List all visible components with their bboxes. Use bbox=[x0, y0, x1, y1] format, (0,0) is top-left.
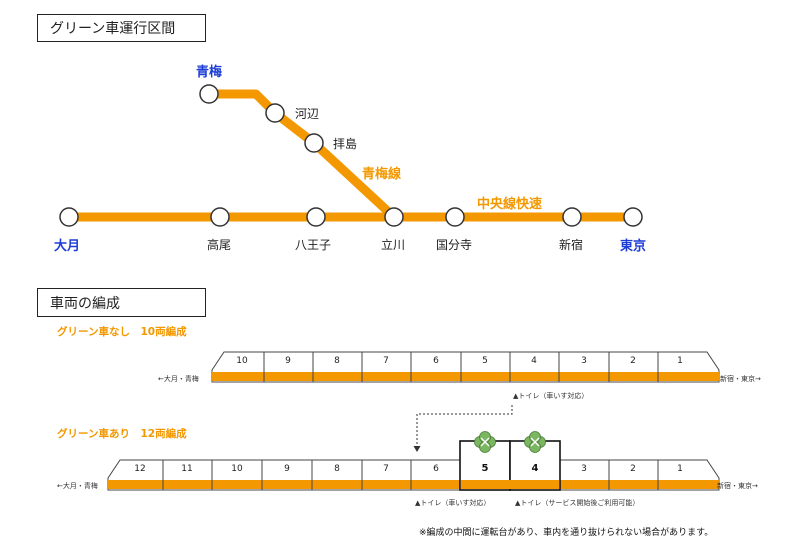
formation-12-car-number: 7 bbox=[383, 464, 389, 474]
formation-10-car-number: 1 bbox=[677, 356, 683, 366]
formation-12-car-number: 3 bbox=[581, 464, 587, 474]
station-hachioji-label: 八王子 bbox=[295, 238, 332, 252]
formation-12-car-number: 12 bbox=[134, 464, 145, 474]
green-car-mark-icon bbox=[474, 431, 496, 453]
formation-10-car-number: 10 bbox=[236, 356, 248, 366]
formation-10-car-number: 6 bbox=[433, 356, 439, 366]
footnote: ※編成の中間に運転台があり、車内を通り抜けられない場合があります。 bbox=[419, 528, 714, 538]
formation-10-label: グリーン車なし 10両編成 bbox=[57, 326, 187, 338]
formation-10-car-number: 9 bbox=[285, 356, 291, 366]
formation-10-right-direction: 新宿・東京→ bbox=[720, 375, 761, 383]
station-takao-label: 高尾 bbox=[207, 238, 232, 252]
formation-12-car-number: 1 bbox=[677, 464, 683, 474]
station-kabe-dot bbox=[265, 103, 285, 123]
formation-12-car-number: 5 bbox=[482, 463, 489, 474]
formation-12-label: グリーン車あり 12両編成 bbox=[57, 428, 187, 440]
toilet-position-arrowhead bbox=[413, 446, 421, 452]
section-title-route: グリーン車運行区間 bbox=[37, 14, 206, 42]
station-takao-dot bbox=[210, 207, 230, 227]
station-haijima-dot bbox=[304, 133, 324, 153]
formation-12-left-direction: ←大月・青梅 bbox=[57, 482, 98, 490]
station-kokubunji-dot bbox=[445, 207, 465, 227]
station-shinjuku-dot bbox=[562, 207, 582, 227]
formation-12-toilet-note-1: ▲トイレ（車いす対応） bbox=[415, 499, 491, 507]
station-tachikawa-dot bbox=[384, 207, 404, 227]
formation-10-left-direction: ←大月・青梅 bbox=[158, 375, 199, 383]
formation-10-car-dividers bbox=[263, 352, 659, 382]
formation-10-car-number: 7 bbox=[383, 356, 389, 366]
toilet-position-arrow bbox=[416, 405, 513, 447]
formation-10-stripe bbox=[212, 372, 719, 381]
ome-line-label: 青梅線 bbox=[362, 167, 402, 182]
station-tokyo-dot bbox=[623, 207, 643, 227]
station-haijima-label: 拝島 bbox=[333, 137, 358, 151]
station-ome-dot bbox=[199, 84, 219, 104]
formation-12-car-number: 2 bbox=[630, 464, 636, 474]
station-shinjuku-label: 新宿 bbox=[559, 238, 584, 252]
formation-12-car-number: 9 bbox=[284, 464, 290, 474]
formation-12-car-number: 4 bbox=[532, 463, 539, 474]
chuo-line-label: 中央線快速 bbox=[477, 197, 543, 212]
formation-12-toilet-note-2: ▲トイレ（サービス開始後ご利用可能） bbox=[515, 499, 640, 507]
formation-10-car-number: 5 bbox=[482, 356, 488, 366]
station-kabe-label: 河辺 bbox=[295, 107, 320, 121]
formation-10-car-number: 4 bbox=[531, 356, 537, 366]
formation-12-right-direction: 新宿・東京→ bbox=[717, 482, 758, 490]
formation-10-car-number: 3 bbox=[581, 356, 587, 366]
formation-10-car-number: 8 bbox=[334, 356, 340, 366]
formation-12-car-dividers bbox=[162, 460, 659, 490]
station-tokyo-label: 東京 bbox=[620, 239, 647, 254]
formation-12-car-number: 6 bbox=[433, 464, 439, 474]
section-title-formation: 車両の編成 bbox=[37, 288, 206, 317]
section-title-formation-text: 車両の編成 bbox=[50, 295, 120, 312]
station-hachioji-dot bbox=[306, 207, 326, 227]
station-tachikawa-label: 立川 bbox=[381, 238, 406, 252]
green-car-mark-icon bbox=[524, 431, 546, 453]
formation-10-car-number: 2 bbox=[630, 356, 636, 366]
formation-12-car-number: 11 bbox=[181, 464, 192, 474]
formation-12-car-number: 8 bbox=[334, 464, 340, 474]
formation-12-car-number: 10 bbox=[231, 464, 243, 474]
formation-12-stripe bbox=[108, 480, 719, 489]
station-otsuki-label: 大月 bbox=[54, 239, 81, 254]
section-title-route-text: グリーン車運行区間 bbox=[50, 21, 176, 37]
station-kokubunji-label: 国分寺 bbox=[436, 238, 473, 252]
formation-10-toilet-note: ▲トイレ（車いす対応） bbox=[513, 392, 589, 400]
station-ome-label: 青梅 bbox=[196, 65, 223, 80]
green-car-stripe bbox=[460, 480, 560, 489]
station-otsuki-dot bbox=[59, 207, 79, 227]
